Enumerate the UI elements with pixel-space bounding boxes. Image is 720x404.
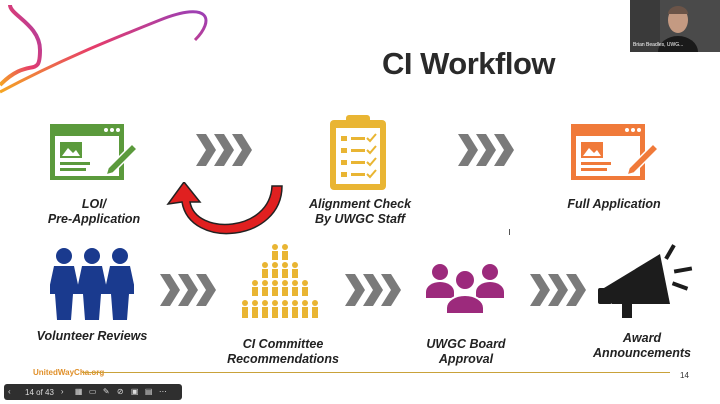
presenter-name: Brian Beadles, UWG... (633, 42, 684, 48)
previous-icon[interactable]: ‹ (8, 387, 11, 396)
step-loi-label: LOI/ Pre-Application (47, 197, 141, 226)
step-board-label: UWGC Board Approval (426, 337, 506, 366)
slide-page-number: 14 (680, 371, 689, 380)
presenter-avatar (630, 0, 720, 52)
pen-icon[interactable]: ✎ (102, 387, 110, 396)
decorative-swoosh (0, 4, 208, 94)
slideshow-icon[interactable]: ▭ (88, 387, 97, 396)
step-alignment-label: Alignment Check By UWGC Staff (308, 197, 412, 226)
hide-slide-icon[interactable]: ⊘ (116, 387, 124, 396)
people-group-icon (50, 248, 134, 320)
page-indicator[interactable]: 14 of 43 (25, 387, 54, 397)
step-volunteer-label: Volunteer Reviews (36, 329, 148, 343)
video-icon[interactable]: ▣ (130, 387, 139, 396)
mouse-cursor (509, 229, 514, 235)
return-arrow-icon (166, 182, 283, 235)
browser-edit-icon (571, 124, 659, 180)
board-members-icon (426, 264, 504, 314)
chevron-arrows-icon (458, 134, 514, 166)
step-award-label: Award Announcements (593, 331, 691, 360)
megaphone-icon (598, 244, 693, 318)
more-options-icon[interactable]: ⋯ (158, 387, 167, 396)
next-icon[interactable]: › (60, 387, 64, 396)
footer-divider (82, 372, 670, 373)
committee-pyramid-icon (242, 244, 318, 318)
chevron-arrows-icon (345, 274, 401, 306)
presenter-video[interactable] (630, 0, 720, 52)
chevron-arrows-icon (530, 274, 586, 306)
slide-title: CI Workflow (382, 46, 556, 81)
step-full-app-label: Full Application (567, 197, 661, 211)
grid-view-icon[interactable]: ▦ (74, 387, 83, 396)
clipboard-checklist-icon (330, 115, 386, 190)
viewer-toolbar: ‹ 14 of 43 › ▦ ▭ ✎ ⊘ ▣ ▤ ⋯ (4, 384, 182, 400)
chevron-arrows-icon (196, 134, 252, 166)
chevron-arrows-icon (160, 274, 216, 306)
captions-icon[interactable]: ▤ (144, 387, 153, 396)
browser-edit-icon (50, 124, 138, 180)
step-committee-label: CI Committee Recommendations (227, 337, 339, 366)
website-url: UnitedWayCha.org (33, 368, 105, 377)
